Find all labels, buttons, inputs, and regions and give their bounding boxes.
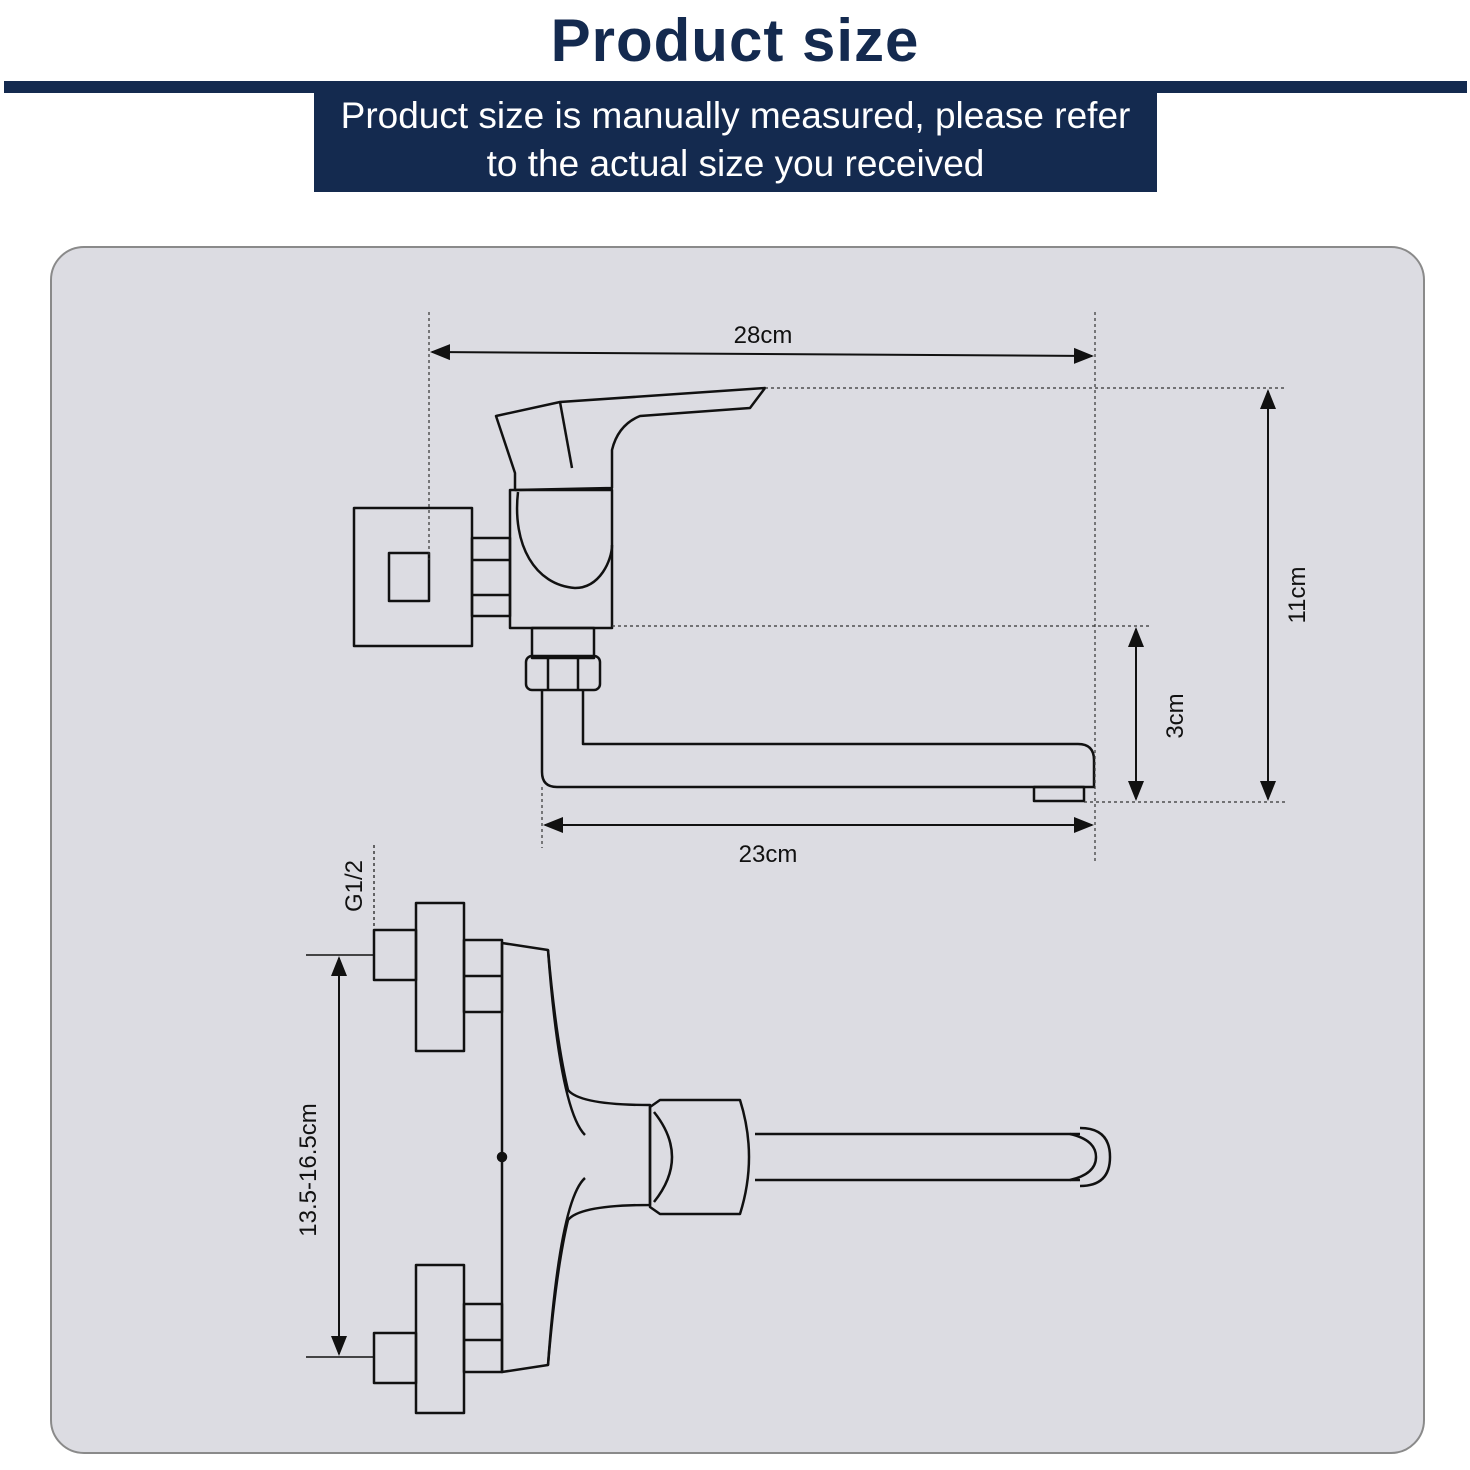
flange-center-square: [387, 551, 431, 603]
diagram-panel: [50, 246, 1425, 1454]
dim-28cm-line: [430, 344, 1094, 364]
dim-11cm-label: 11cm: [1284, 567, 1311, 624]
valve-body: [508, 488, 614, 630]
body-dot: [496, 1151, 508, 1163]
page-title: Product size: [550, 7, 920, 74]
mixer-body: [500, 941, 652, 1374]
extension-lines: [428, 312, 1286, 862]
dim-3cm-label: 3cm: [1162, 693, 1189, 738]
top-view-dimensions: [306, 845, 375, 1358]
upper-inlet-pipe: [372, 928, 418, 982]
notice-line-1: Product size is manually measured, pleas…: [340, 95, 1131, 136]
swivel-joint: [648, 1098, 751, 1216]
lever-handle: [494, 386, 767, 492]
aerator: [1032, 785, 1086, 803]
side-view: [352, 386, 1096, 803]
lower-nut: [462, 1302, 504, 1374]
dim-center-distance-label: 13.5-16.5cm: [295, 1103, 322, 1236]
swivel-collar: [530, 626, 596, 660]
spout-tube: [755, 1132, 1080, 1182]
notice-line-2: to the actual size you received: [486, 143, 985, 184]
lower-flange: [414, 1263, 466, 1415]
swivel-nut: [524, 654, 602, 692]
upper-flange: [414, 901, 466, 1053]
spout: [540, 690, 1096, 789]
connector-nut: [470, 536, 512, 618]
notice-text: Product size is manually measured, pleas…: [317, 92, 1155, 188]
dim-28cm-label: 28cm: [734, 322, 793, 349]
notice-banner: Product size is manually measured, pleas…: [314, 88, 1157, 192]
dimension-arrows: [430, 344, 1276, 833]
spout-tip: [1079, 1126, 1112, 1188]
thread-label: G1/2: [341, 860, 368, 912]
top-view: [372, 901, 1112, 1415]
dim-23cm-label: 23cm: [739, 841, 798, 868]
lower-inlet-pipe: [372, 1331, 418, 1385]
wall-flange: [352, 506, 474, 648]
